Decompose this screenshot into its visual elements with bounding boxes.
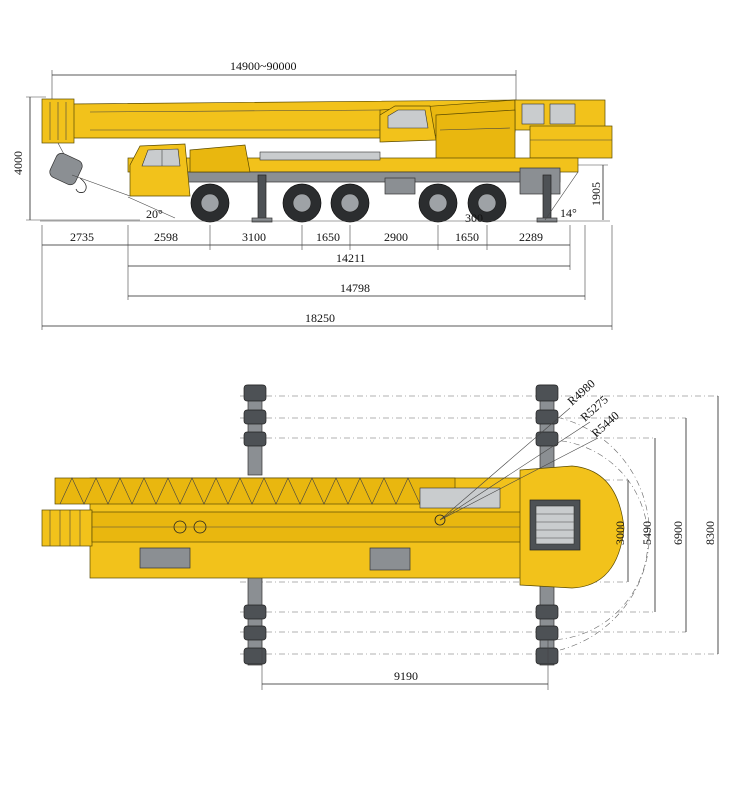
segment-label-5: 1650: [455, 230, 479, 244]
small-300-label: 300: [465, 211, 483, 225]
rear-outriggers: [535, 384, 559, 666]
width-6900-label: 6900: [671, 521, 685, 545]
segment-label-3: 1650: [316, 230, 340, 244]
rear-height-label: 1905: [589, 182, 603, 206]
outrigger-span-label: 9190: [394, 669, 418, 683]
boom-range-label: 14900~90000: [230, 59, 297, 73]
width-5490-label: 5490: [640, 521, 654, 545]
boom-head-top: [41, 509, 93, 547]
front-angle-label: 20°: [146, 207, 163, 221]
len-14211-label: 14211: [336, 251, 366, 265]
rear-angle-label: 14°: [560, 206, 577, 220]
segment-label-1: 2598: [154, 230, 178, 244]
hook-block: [49, 152, 83, 186]
height-label: 4000: [11, 151, 25, 175]
side-view: 14900~90000 4000: [11, 59, 613, 330]
width-8300-label: 8300: [703, 521, 717, 545]
segment-label-6: 2289: [519, 230, 543, 244]
len-14798-label: 14798: [340, 281, 370, 295]
width-3000-label: 3000: [613, 521, 627, 545]
segment-label-0: 2735: [70, 230, 94, 244]
wheels-side: [190, 183, 507, 223]
boom-lattice-top: [54, 477, 456, 505]
segment-label-2: 3100: [242, 230, 266, 244]
front-outriggers: [243, 384, 267, 666]
top-view: R4980 R5275 R5440 3000 5490 6900 8300 91…: [41, 376, 719, 690]
segment-label-4: 2900: [384, 230, 408, 244]
total-length-label: 18250: [305, 311, 335, 325]
counterweight: [529, 125, 613, 159]
